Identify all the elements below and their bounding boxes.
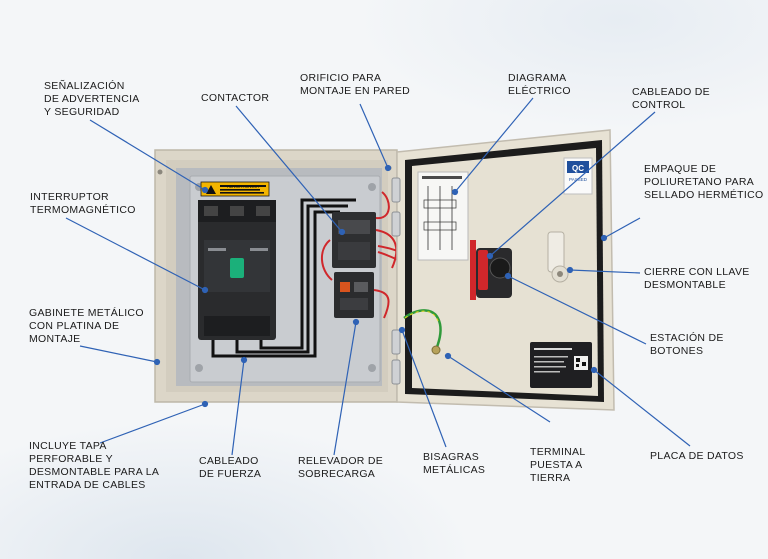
- power-cables: [211, 198, 356, 358]
- label-placa: PLACA DE DATOS: [650, 450, 744, 462]
- label-senalizacion: SEÑALIZACIÓN DE ADVERTENCIA Y SEGURIDAD: [44, 80, 140, 118]
- label-tapa: INCLUYE TAPA PERFORABLE Y DESMONTABLE PA…: [29, 440, 160, 491]
- leader-lines: [65, 97, 691, 456]
- label-empaque: EMPAQUE DE POLIURETANO PARA SELLADO HERM…: [644, 163, 764, 201]
- key-lock: [547, 231, 569, 283]
- label-gabinete: GABINETE METÁLICO CON PLATINA DE MONTAJE: [29, 307, 144, 345]
- label-diagrama: DIAGRAMA ELÉCTRICO: [508, 72, 571, 97]
- data-plate: [530, 342, 592, 388]
- label-cableado-fuerza: CABLEADO DE FUERZA: [199, 455, 262, 480]
- label-estacion: ESTACIÓN DE BOTONES: [650, 332, 724, 357]
- qc-badge-text: QC: [572, 164, 584, 173]
- metal-hinges: [391, 177, 401, 385]
- label-relevador: RELEVADOR DE SOBRECARGA: [298, 455, 384, 480]
- grounding-terminal: [403, 309, 442, 355]
- warning-sign-text: ADVERTENCIA: [227, 184, 259, 189]
- label-cierre: CIERRE CON LLAVE DESMONTABLE: [644, 266, 750, 291]
- contactor: [332, 212, 376, 268]
- label-contactor: CONTACTOR: [201, 92, 270, 104]
- label-orificio: ORIFICIO PARA MONTAJE EN PARED: [300, 72, 411, 97]
- thermomagnetic-breaker: [198, 200, 276, 340]
- label-interruptor: INTERRUPTOR TERMOMAGNÉTICO: [30, 191, 136, 216]
- overload-relay: [334, 272, 374, 318]
- warning-sign: [200, 181, 270, 197]
- push-button-station: [470, 240, 512, 300]
- label-terminal: TERMINAL PUESTA A TIERRA: [530, 446, 586, 484]
- label-cableado-control: CABLEADO DE CONTROL: [632, 86, 710, 111]
- label-bisagras: BISAGRAS METÁLICAS: [423, 451, 486, 476]
